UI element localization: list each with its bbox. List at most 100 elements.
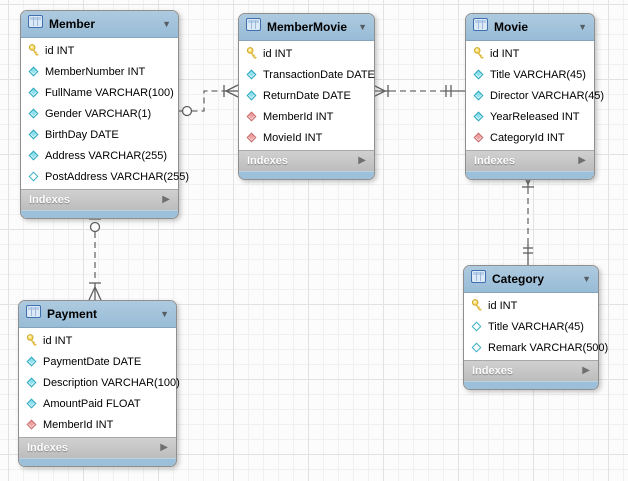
field-label: YearReleased INT	[490, 110, 580, 123]
field-row[interactable]: YearReleased INT	[466, 106, 594, 127]
table-icon	[28, 15, 43, 33]
column-icon	[27, 150, 39, 161]
collapse-arrow-icon[interactable]: ▼	[358, 21, 367, 32]
relationship-movie-category[interactable]	[521, 171, 535, 265]
field-row[interactable]: MovieId INT	[239, 127, 374, 148]
table-title: MemberMovie	[267, 20, 348, 34]
field-row[interactable]: id INT	[21, 40, 178, 61]
table-header[interactable]: MemberMovie ▼	[239, 14, 374, 41]
field-row[interactable]: BirthDay DATE	[21, 124, 178, 145]
column-icon	[25, 398, 37, 409]
table-footer-strip	[21, 210, 178, 218]
fk-column-icon	[245, 132, 257, 143]
field-row[interactable]: id INT	[239, 43, 374, 64]
field-row[interactable]: TransactionDate DATE	[239, 64, 375, 85]
field-row[interactable]: AmountPaid FLOAT	[19, 393, 176, 414]
table-title: Category	[492, 272, 545, 286]
column-icon	[27, 66, 39, 77]
table-header[interactable]: Payment ▼	[19, 301, 176, 328]
expand-indexes-icon[interactable]: ▶	[162, 194, 170, 205]
table-footer-strip	[19, 458, 176, 466]
indexes-label: Indexes	[29, 194, 70, 206]
indexes-label: Indexes	[27, 442, 68, 454]
field-label: BirthDay DATE	[45, 128, 119, 141]
field-row[interactable]: CategoryId INT	[466, 127, 594, 148]
table-header[interactable]: Category ▼	[464, 266, 598, 293]
table-icon	[473, 18, 488, 36]
field-row[interactable]: MemberId INT	[239, 106, 374, 127]
field-row[interactable]: Gender VARCHAR(1)	[21, 103, 178, 124]
indexes-section[interactable]: Indexes▶	[464, 360, 598, 381]
field-label: ReturnDate DATE	[263, 89, 351, 102]
field-label: Remark VARCHAR(500)	[488, 341, 609, 354]
table-title: Payment	[47, 307, 98, 321]
field-label: Director VARCHAR(45)	[490, 89, 605, 102]
relationship-membermovie-movie[interactable]	[372, 84, 465, 98]
field-label: Title VARCHAR(45)	[488, 320, 584, 333]
field-row[interactable]: id INT	[466, 43, 594, 64]
field-row[interactable]: Address VARCHAR(255)	[21, 145, 178, 166]
indexes-section[interactable]: Indexes ▶	[21, 189, 178, 210]
expand-indexes-icon[interactable]: ▶	[358, 155, 366, 166]
column-icon	[25, 377, 37, 388]
table-title: Movie	[494, 20, 529, 34]
table-icon	[26, 305, 41, 323]
field-row[interactable]: PostAddress VARCHAR(255)	[21, 166, 189, 187]
field-row[interactable]: Description VARCHAR(100)	[19, 372, 180, 393]
field-label: id INT	[45, 44, 75, 57]
field-row[interactable]: MemberNumber INT	[21, 61, 178, 82]
expand-indexes-icon[interactable]: ▶	[160, 442, 168, 453]
collapse-arrow-icon[interactable]: ▼	[162, 18, 171, 29]
field-row[interactable]: Title VARCHAR(45)	[464, 316, 598, 337]
expand-indexes-icon[interactable]: ▶	[582, 365, 590, 376]
field-row[interactable]: Director VARCHAR(45)	[466, 85, 604, 106]
field-list: id INT Title VARCHAR(45) Director VARCHAR(…	[466, 41, 604, 150]
indexes-section[interactable]: Indexes▶	[239, 150, 374, 171]
table-icon	[246, 18, 261, 36]
table-footer-strip	[239, 171, 374, 179]
collapse-arrow-icon[interactable]: ▼	[578, 21, 587, 32]
expand-indexes-icon[interactable]: ▶	[578, 155, 586, 166]
nullable-column-icon	[27, 171, 39, 182]
field-label: Title VARCHAR(45)	[490, 68, 586, 81]
relationship-member-membermovie[interactable]	[177, 84, 239, 117]
field-label: AmountPaid FLOAT	[43, 397, 141, 410]
field-row[interactable]: id INT	[464, 295, 598, 316]
field-label: Address VARCHAR(255)	[45, 149, 168, 162]
table-header[interactable]: Member▼	[21, 11, 178, 38]
indexes-section[interactable]: Indexes ▶	[19, 437, 176, 458]
key-icon	[245, 47, 257, 60]
table-movie[interactable]: Movie ▼ id INT Title VARCHAR(45) Director VA…	[465, 13, 604, 180]
field-row[interactable]: FullName VARCHAR(100)	[21, 82, 178, 103]
nullable-column-icon	[470, 321, 482, 332]
field-label: id INT	[263, 47, 293, 60]
table-header[interactable]: Movie ▼	[466, 14, 594, 41]
relationship-member-payment[interactable]	[88, 211, 102, 301]
field-row[interactable]: id INT	[19, 330, 176, 351]
key-icon	[27, 44, 39, 57]
column-icon	[245, 69, 257, 80]
collapse-arrow-icon[interactable]: ▼	[582, 273, 591, 284]
field-row[interactable]: Remark VARCHAR(500)	[464, 337, 608, 358]
table-category[interactable]: Category ▼ id INT Title VARCHAR(45) Remark V…	[463, 265, 608, 390]
field-row[interactable]: MemberId INT	[19, 414, 176, 435]
column-icon	[472, 69, 484, 80]
table-footer-strip	[464, 381, 598, 389]
indexes-section[interactable]: Indexes▶	[466, 150, 594, 171]
nullable-column-icon	[470, 342, 482, 353]
field-row[interactable]: Title VARCHAR(45)	[466, 64, 594, 85]
column-icon	[27, 87, 39, 98]
column-icon	[472, 90, 484, 101]
table-footer-strip	[466, 171, 594, 179]
column-icon	[27, 108, 39, 119]
fk-column-icon	[245, 111, 257, 122]
field-row[interactable]: ReturnDate DATE	[239, 85, 374, 106]
table-membermovie[interactable]: MemberMovie ▼ id INT TransactionDate DATE Re…	[238, 13, 375, 180]
collapse-arrow-icon[interactable]: ▼	[160, 308, 169, 319]
field-row[interactable]: PaymentDate DATE	[19, 351, 176, 372]
field-label: Description VARCHAR(100)	[43, 376, 180, 389]
